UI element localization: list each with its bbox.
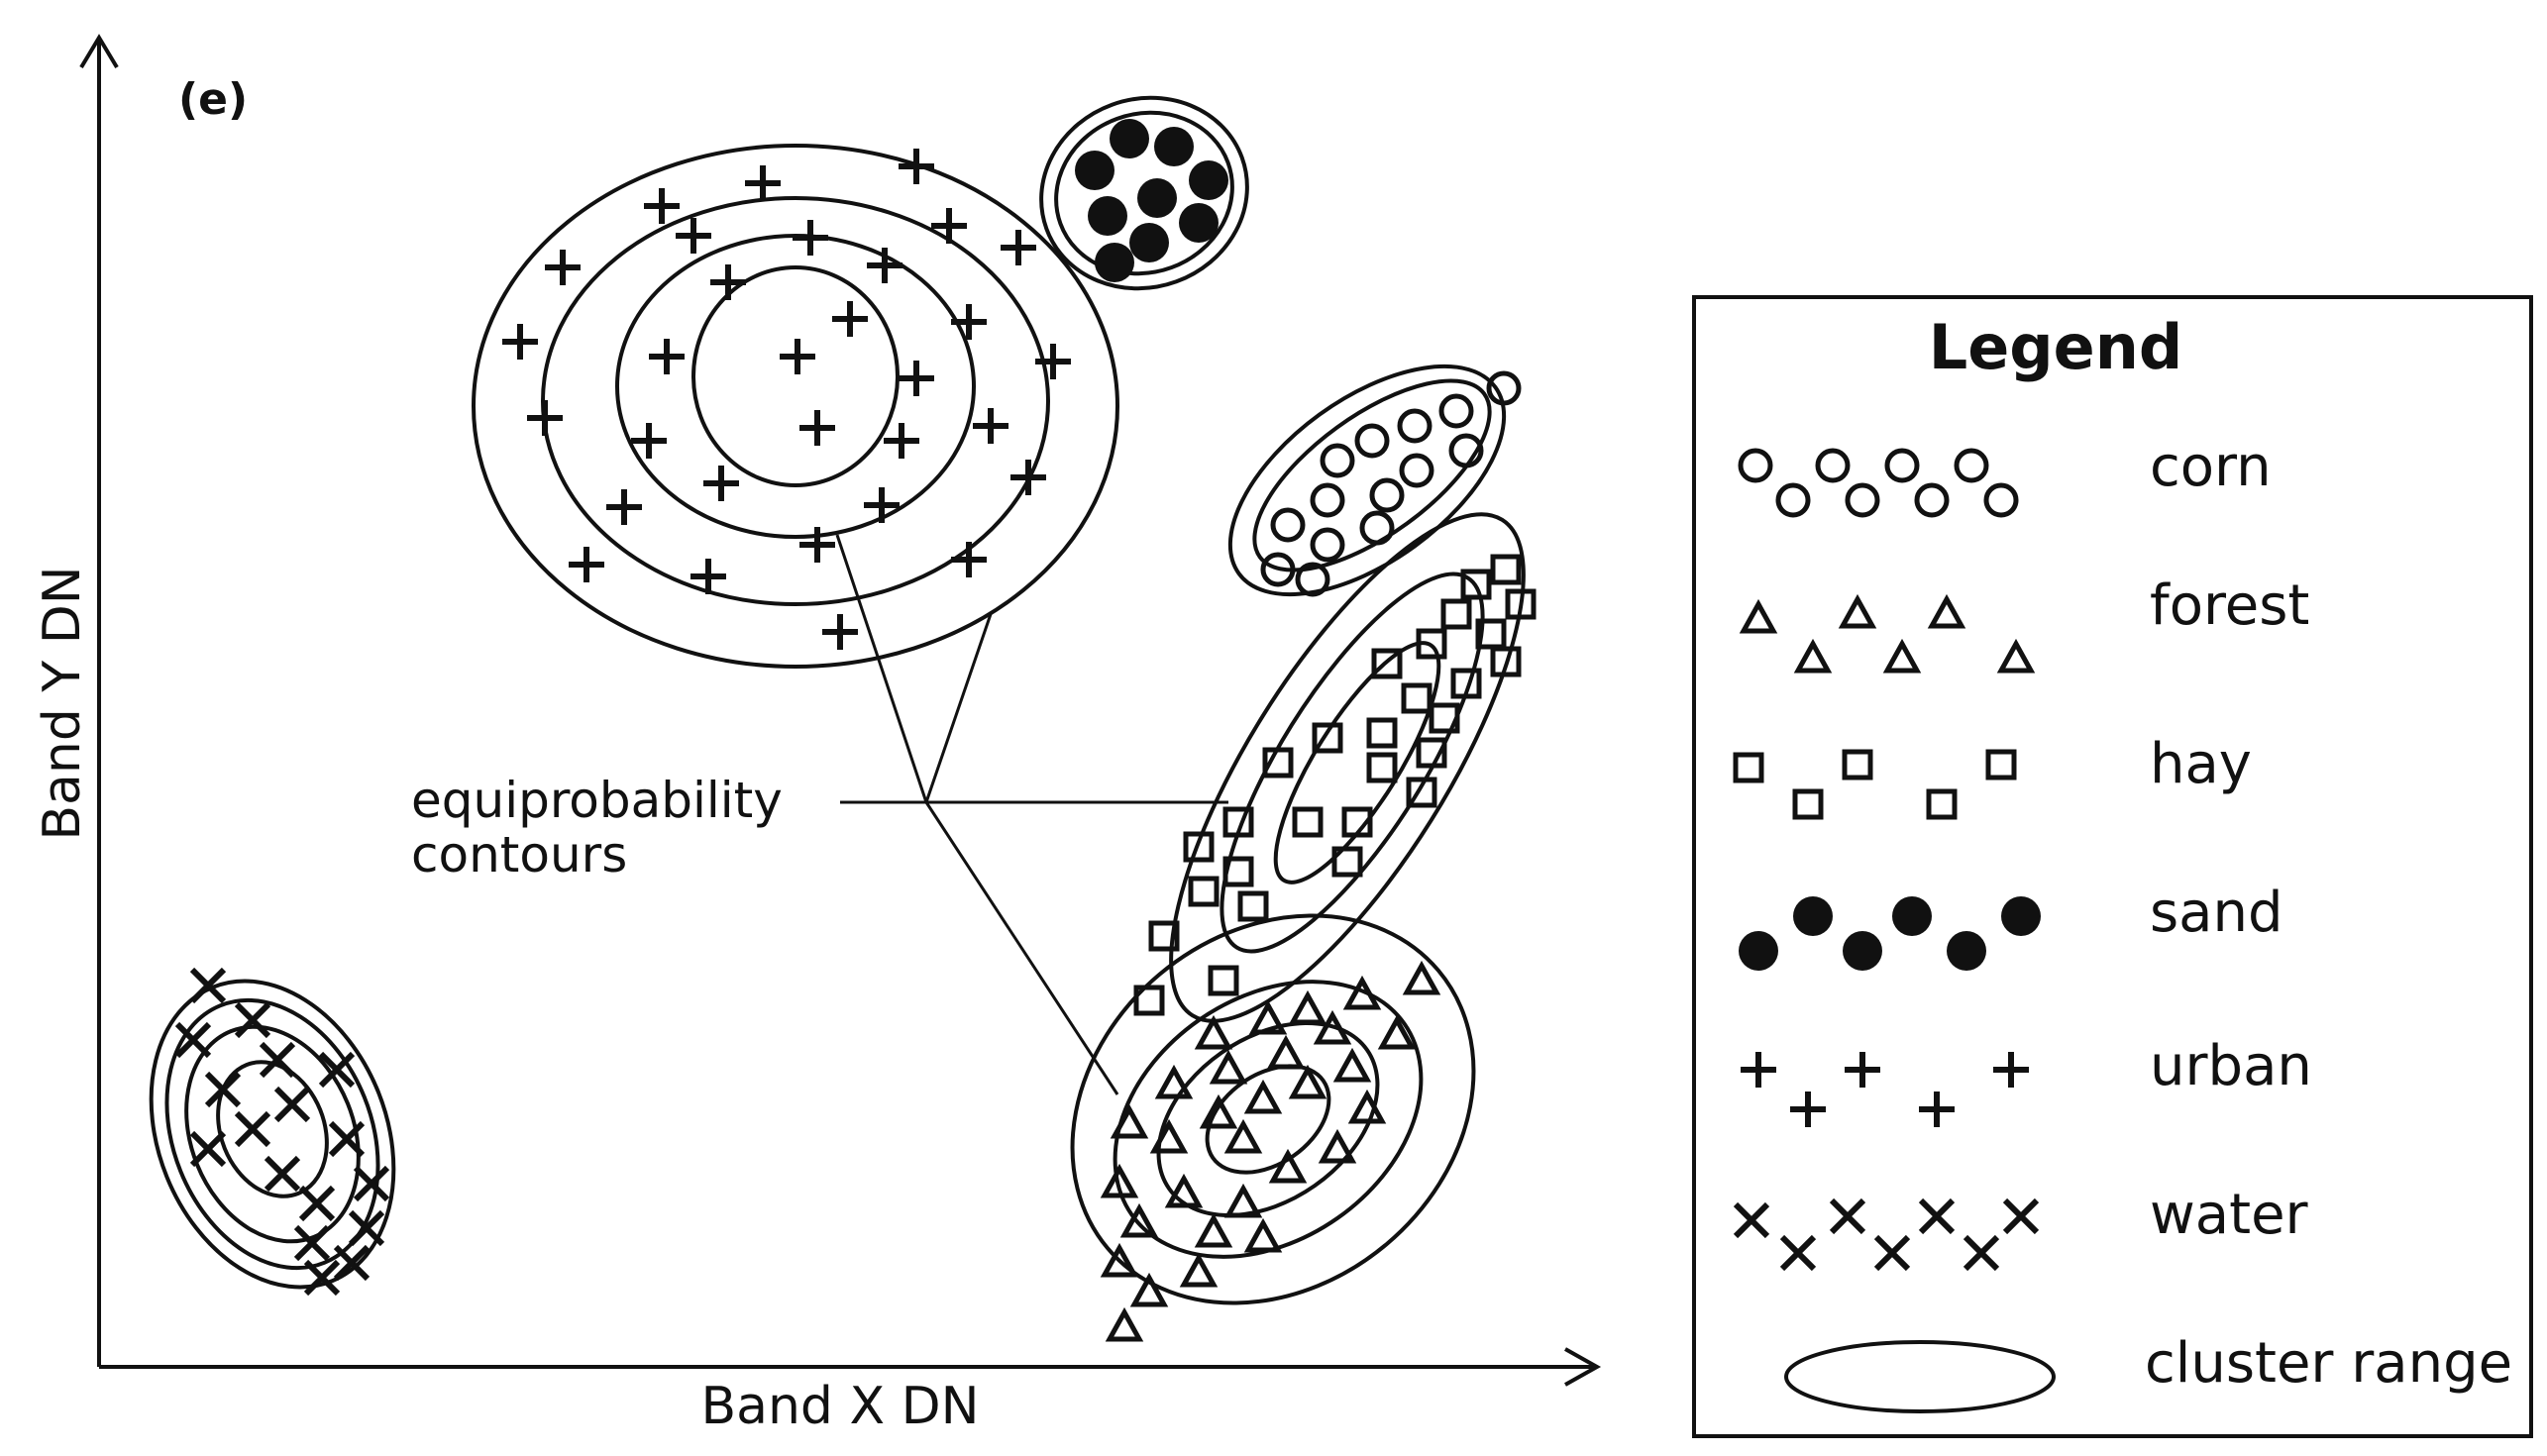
- legend-label-corn: corn: [2150, 435, 2272, 499]
- water-contour-inner: [216, 1060, 329, 1198]
- legend-box: [1692, 295, 2533, 1438]
- cluster-ellipses: [149, 95, 1526, 1305]
- sand-contour-inner: [1054, 110, 1234, 276]
- urban-contour-outer: [472, 144, 1119, 669]
- legend-cluster-range-ellipse-icon: [1784, 1340, 2056, 1413]
- sand-points: [1075, 119, 1228, 282]
- sand-contour-outer: [1039, 95, 1249, 291]
- legend-label-urban: urban: [2150, 1034, 2312, 1098]
- y-axis-arrow: [79, 34, 119, 69]
- water-contour-outer: [149, 979, 396, 1290]
- x-axis-arrow: [1564, 1347, 1602, 1387]
- legend-title: Legend: [1929, 311, 2183, 383]
- urban-contour-3: [615, 234, 976, 539]
- hay-contour-outer: [1169, 512, 1526, 1023]
- x-axis-label: Band X DN: [700, 1377, 979, 1436]
- legend-label-sand: sand: [2150, 881, 2283, 945]
- forest-contour-outer: [1070, 913, 1476, 1305]
- y-axis-label: Band Y DN: [33, 566, 92, 840]
- annotation-line-2: contours: [411, 826, 627, 884]
- legend-label-hay: hay: [2150, 732, 2252, 796]
- panel-label: (e): [178, 74, 248, 125]
- urban-contour-inner: [691, 265, 900, 487]
- legend-label-forest: forest: [2150, 573, 2309, 638]
- forest-contour-inner: [1205, 1064, 1331, 1175]
- legend-label-water: water: [2150, 1183, 2309, 1247]
- corn-contour-outer: [1227, 364, 1507, 597]
- forest-contour-3: [1156, 1021, 1380, 1217]
- forest-points: [1105, 966, 1436, 1339]
- legend-label-cluster-range: cluster range: [2145, 1331, 2512, 1396]
- annotation-leader-lines: [835, 534, 1228, 1095]
- legend: Legend corn forest hay sand: [1692, 295, 2533, 1438]
- annotation-line-1: equiprobability: [411, 772, 783, 829]
- corn-contour-inner: [1252, 378, 1492, 572]
- forest-contour-2: [1113, 980, 1424, 1259]
- hay-contour-inner: [1273, 641, 1441, 884]
- water-contour-2: [164, 997, 380, 1271]
- hay-contour-2: [1220, 572, 1485, 954]
- urban-points: [502, 149, 1071, 650]
- axes: [79, 34, 1602, 1387]
